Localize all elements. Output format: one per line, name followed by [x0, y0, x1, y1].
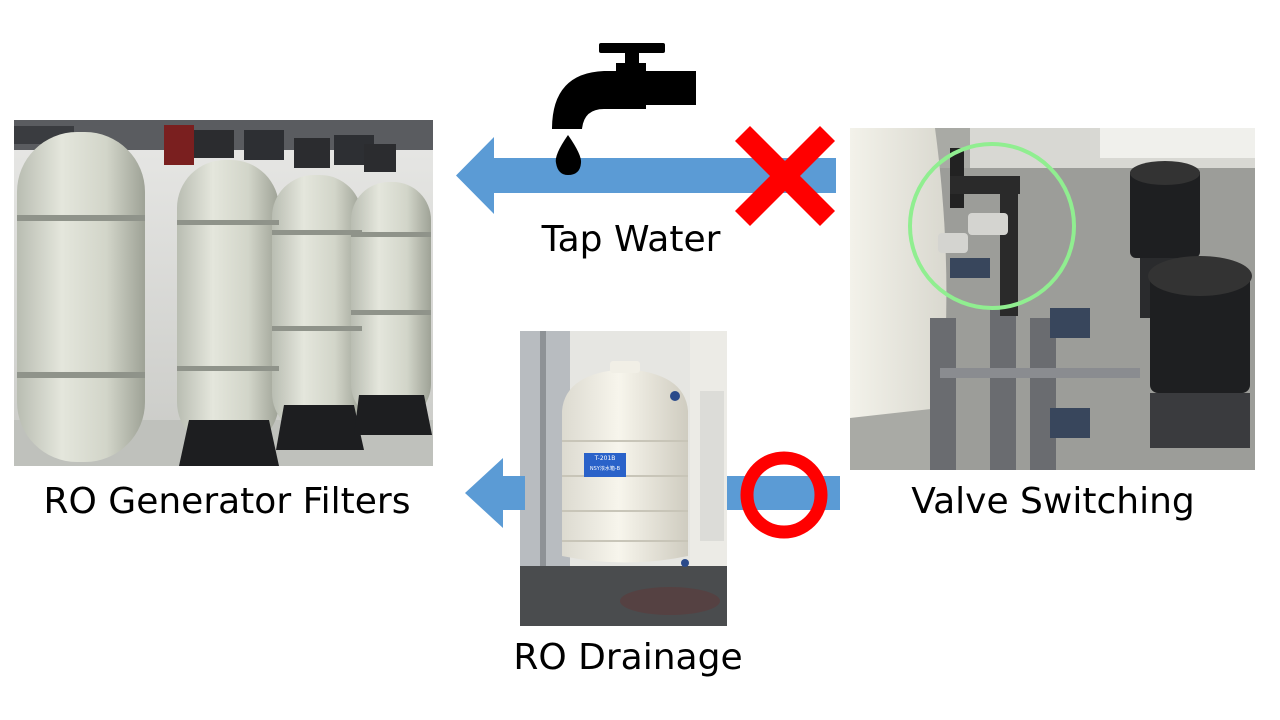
faucet-icon [552, 43, 696, 175]
circle-icon [740, 451, 828, 539]
tap-water-arrow [456, 137, 836, 214]
ro-drainage-tank-photo: T-201B NSY浓水箱-B [520, 331, 727, 626]
tap-water-label: Tap Water [541, 219, 721, 260]
valve-switching-photo [850, 128, 1255, 470]
ro-drainage-label: RO Drainage [513, 637, 743, 678]
valve-switching-label: Valve Switching [911, 481, 1195, 522]
ro-generator-filters-photo [14, 120, 433, 466]
tank-sign-line2: NSY浓水箱-B [589, 466, 621, 472]
tank-sign-line1: T-201B [594, 455, 616, 462]
ro-generator-filters-label: RO Generator Filters [43, 481, 411, 522]
ro-drainage-arrow-left [465, 458, 525, 528]
cross-icon [735, 126, 835, 226]
